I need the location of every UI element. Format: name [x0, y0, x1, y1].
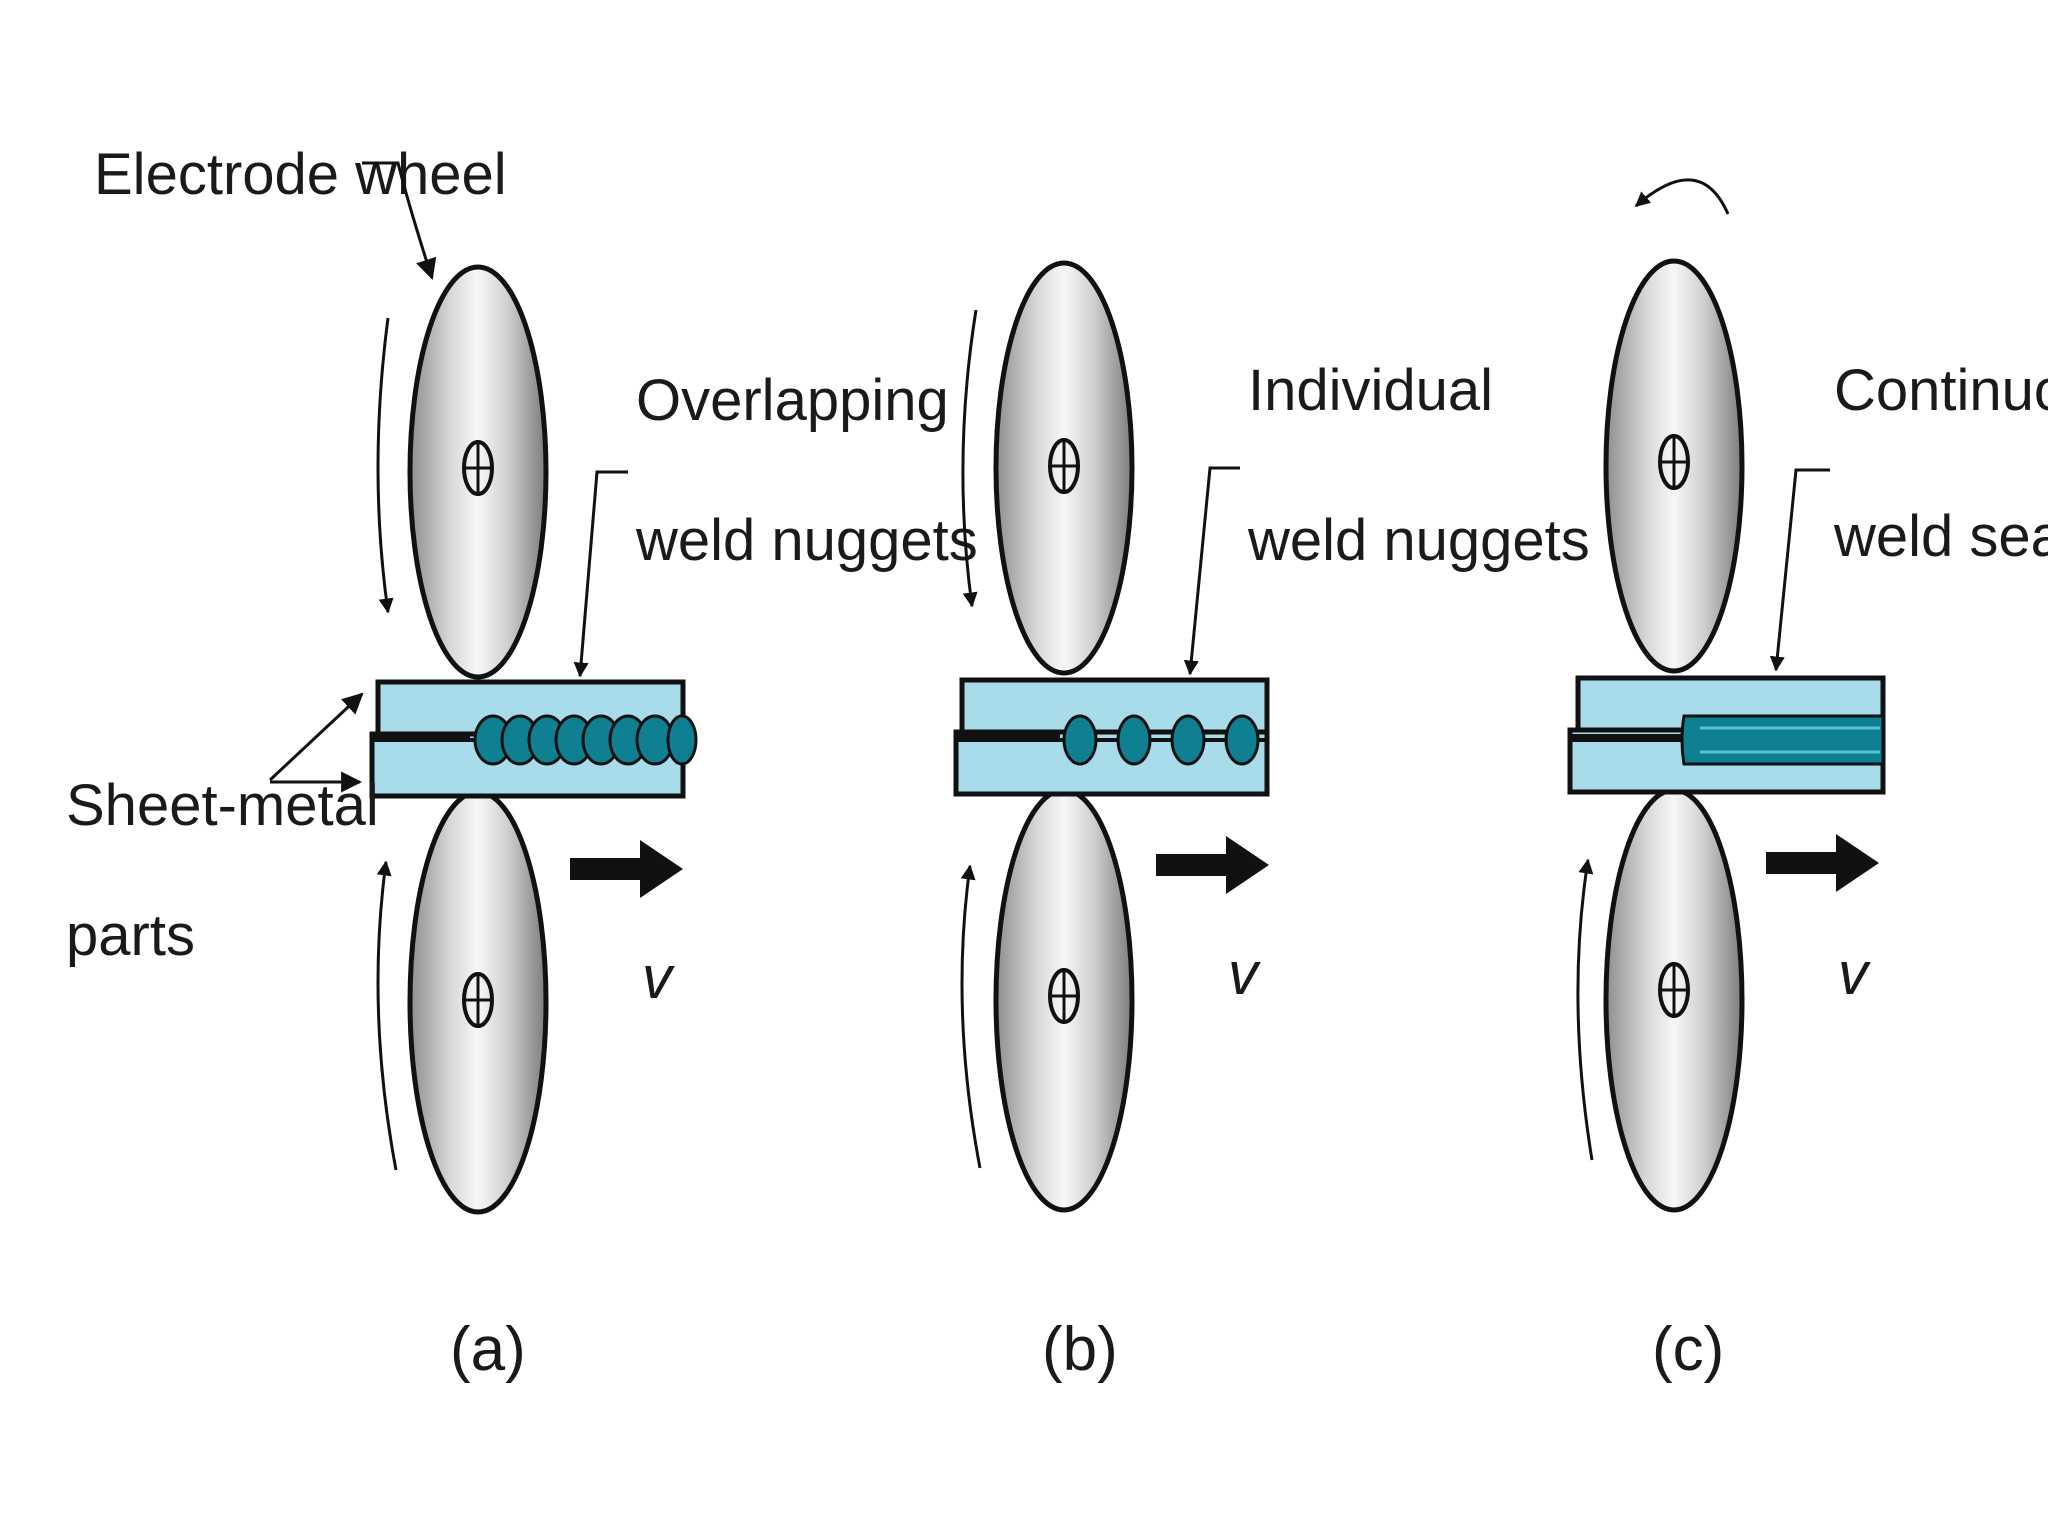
- sheet-metal-parts: [953, 677, 1270, 797]
- continuous-weld-seam: [1680, 714, 1885, 766]
- panel-caption: (c): [1652, 1315, 1724, 1384]
- panel-a: v Overlapping weld nuggets (a): [369, 264, 978, 1384]
- rotation-arrow-icon: [960, 864, 982, 1169]
- velocity-label: v: [1838, 940, 1871, 1007]
- axle-symbol-icon: [1658, 962, 1690, 1018]
- weld-type-label-line2: weld nuggets: [635, 508, 978, 573]
- axle-symbol-icon: [1048, 438, 1080, 494]
- electrode-wheel-label: Electrode wheel: [94, 142, 507, 207]
- axle-symbol-icon: [1048, 968, 1080, 1024]
- panel-c: v Continuous weld seam (c): [1567, 178, 2048, 1384]
- individual-weld-nuggets: [1062, 714, 1260, 766]
- leader-arrow-icon: [1183, 466, 1240, 676]
- rotation-arrow-icon: [961, 309, 978, 608]
- weld-type-label-line2: weld seam: [1833, 504, 2048, 569]
- panel-b: v Individual weld nuggets (b): [953, 260, 1590, 1384]
- leader-arrow-icon: [268, 692, 364, 782]
- feed-direction-arrow-icon: [1156, 836, 1269, 894]
- panel-caption: (a): [450, 1315, 526, 1384]
- sheet-metal-label-line2: parts: [66, 903, 195, 968]
- velocity-label: v: [1228, 940, 1261, 1007]
- leader-arrow-icon: [573, 470, 628, 678]
- rotation-arrow-icon: [376, 860, 398, 1171]
- overlapping-weld-nuggets: [473, 714, 698, 766]
- feed-direction-arrow-icon: [570, 840, 683, 898]
- weld-type-label-line1: Individual: [1248, 358, 1493, 423]
- axle-symbol-icon: [462, 440, 494, 496]
- sheet-metal-label-line1: Sheet-metal: [66, 773, 379, 838]
- leader-arrow-icon: [362, 161, 437, 280]
- leader-arrow-icon: [1769, 468, 1830, 672]
- rotation-arrow-icon: [1634, 178, 1730, 215]
- axle-symbol-icon: [1658, 434, 1690, 490]
- weld-type-label-line2: weld nuggets: [1247, 508, 1590, 573]
- axle-symbol-icon: [462, 972, 494, 1028]
- rotation-arrow-icon: [1576, 858, 1594, 1161]
- velocity-label: v: [642, 944, 675, 1011]
- feed-direction-arrow-icon: [1766, 834, 1879, 892]
- rotation-arrow-icon: [376, 317, 394, 614]
- weld-type-label-line1: Overlapping: [636, 368, 949, 433]
- panel-caption: (b): [1042, 1315, 1118, 1384]
- weld-type-label-line1: Continuous: [1834, 358, 2048, 423]
